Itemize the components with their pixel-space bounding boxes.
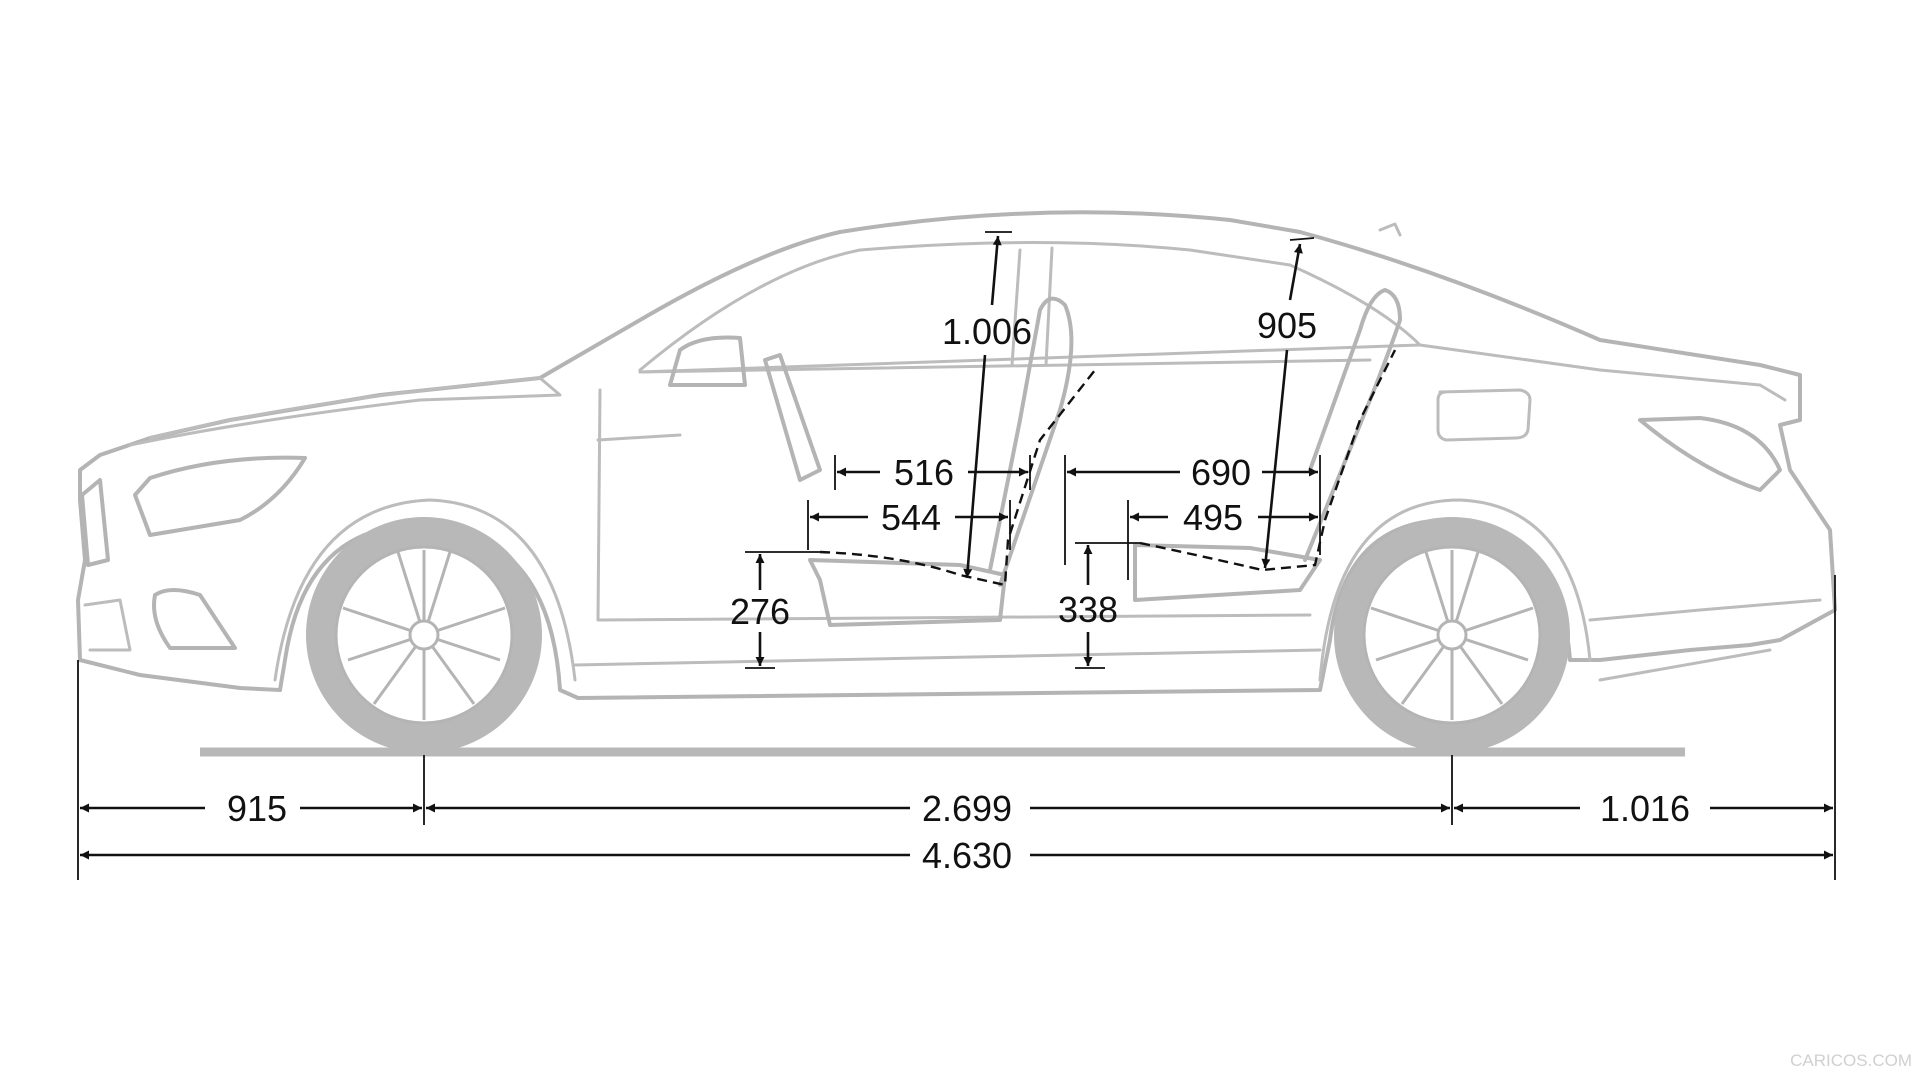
roof-antenna	[1378, 222, 1402, 237]
dimension-lines	[77, 231, 1836, 880]
front-headroom-label: 1.006	[942, 311, 1032, 352]
door-line	[596, 388, 1312, 622]
rear-seat	[1133, 288, 1402, 602]
taillight	[1638, 416, 1782, 492]
front-overhang-label: 915	[227, 788, 287, 829]
rear-legroom-upper-label: 690	[1191, 452, 1251, 493]
headlight	[133, 455, 307, 537]
rear-wheel-arch	[1318, 498, 1592, 682]
rear-wheel	[1334, 517, 1570, 753]
front-seat-height-label: 276	[730, 591, 790, 632]
front-wheel-arch	[273, 498, 577, 682]
rear-headroom-label: 905	[1257, 305, 1317, 346]
rear-overhang-label: 1.016	[1600, 788, 1690, 829]
lower-intake	[83, 598, 132, 652]
window-frame-outline	[638, 241, 1422, 374]
rear-legroom-lower-label: 495	[1183, 497, 1243, 538]
dimension-labels: 915 2.699 1.016 4.630 1.006 905 516 544 …	[227, 305, 1690, 876]
sill-line	[573, 648, 1322, 667]
hood-line	[128, 376, 562, 447]
watermark: CARICOS.COM	[1790, 1051, 1912, 1070]
overall-length-label: 4.630	[922, 835, 1012, 876]
rear-bumper	[1588, 598, 1822, 682]
front-legroom-lower-label: 544	[881, 497, 941, 538]
rear-seat-height-label: 338	[1058, 589, 1118, 630]
fuel-door	[1436, 388, 1532, 442]
front-grille	[80, 478, 110, 567]
b-pillar	[1010, 246, 1054, 367]
steering-wheel	[763, 353, 822, 482]
side-window-line	[638, 358, 1372, 374]
side-mirror	[668, 335, 747, 387]
front-legroom-upper-label: 516	[894, 452, 954, 493]
front-seat	[808, 296, 1074, 627]
front-wheel	[306, 517, 542, 753]
trunk-line	[1418, 343, 1787, 402]
fog-light	[152, 588, 237, 650]
wheelbase-label: 2.699	[922, 788, 1012, 829]
car-side-view	[76, 210, 1837, 757]
